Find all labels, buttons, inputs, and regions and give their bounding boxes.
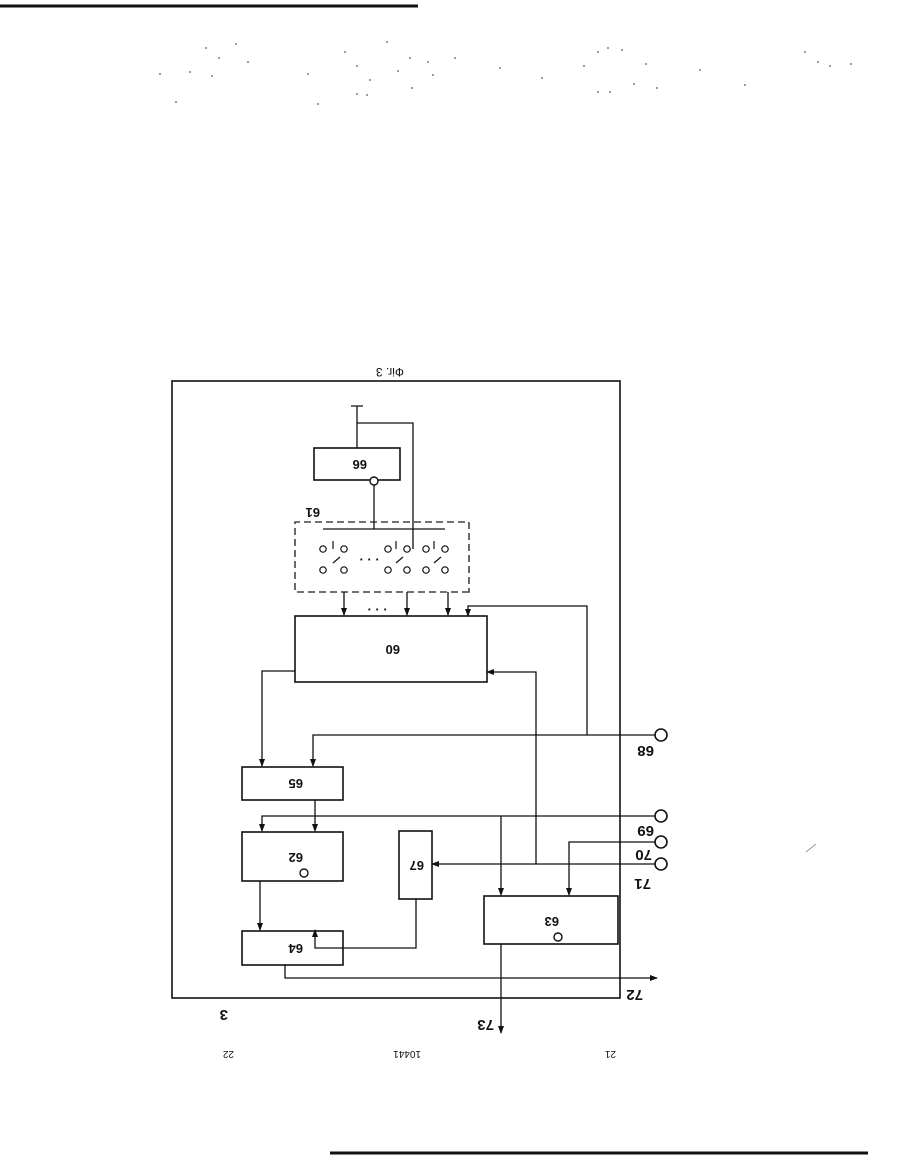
terminal-69-label: 69	[637, 822, 654, 839]
wire-supply-stub	[351, 406, 363, 423]
block-64-label: 64	[289, 941, 303, 956]
ellipsis-wires: · · ·	[367, 602, 387, 617]
inversion-bubble-66	[370, 477, 378, 485]
wire-69-bus	[262, 816, 665, 831]
wire-68-bus	[313, 735, 665, 766]
terminal-70-label: 70	[635, 846, 652, 863]
wire-supply	[357, 423, 413, 549]
wire-64-to-72	[285, 965, 657, 978]
terminal-68-label: 68	[637, 742, 654, 759]
inversion-bubble-62	[300, 869, 308, 877]
block-60-label: 60	[386, 642, 400, 657]
wire-68-to-60	[468, 606, 587, 735]
footer-document-number: 10441	[393, 1048, 421, 1059]
inversion-bubble-63	[554, 933, 562, 941]
frame-label: 3	[220, 1006, 228, 1023]
block-67-label: 67	[410, 858, 424, 873]
terminal-69	[655, 810, 667, 822]
terminal-71-label: 71	[634, 875, 651, 892]
block-61-label: 61	[306, 505, 320, 520]
block-61-switch-group	[295, 522, 469, 592]
terminal-71	[655, 858, 667, 870]
block-66-label: 66	[353, 457, 367, 472]
terminal-70	[655, 836, 667, 848]
switch-contacts	[320, 546, 448, 573]
terminal-68	[655, 729, 667, 741]
terminal-72-label: 72	[626, 986, 643, 1003]
block-65-label: 65	[289, 776, 303, 791]
footer-right-page-number: 22	[223, 1048, 234, 1059]
terminal-73-label: 73	[477, 1016, 494, 1033]
footer-left-page-number: 21	[605, 1048, 616, 1059]
wire-67-to-64	[315, 899, 416, 948]
wire-71-to-60	[487, 672, 536, 864]
block-62-label: 62	[289, 850, 303, 865]
figure-caption: Фіг. 3	[376, 365, 404, 379]
device-frame	[172, 381, 620, 998]
block-63-label: 63	[545, 914, 559, 929]
wire-60-to-65	[262, 671, 295, 766]
ellipsis-switches: · · ·	[359, 552, 379, 567]
